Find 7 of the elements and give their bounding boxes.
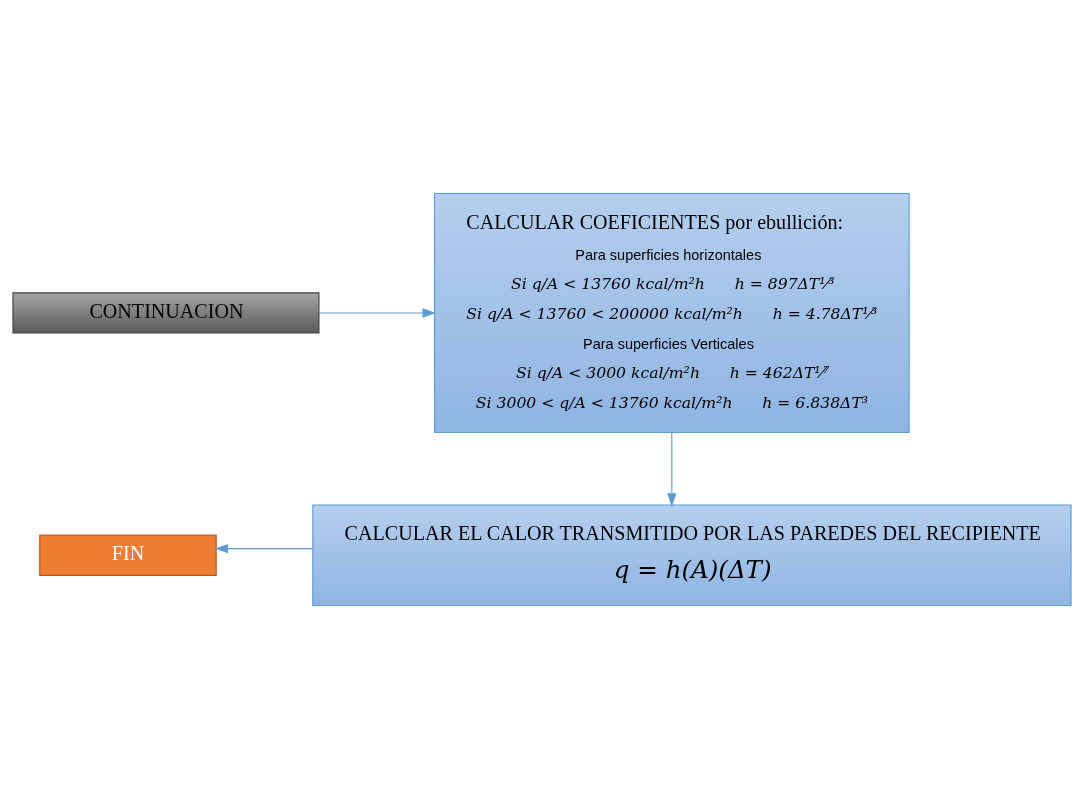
arrow xyxy=(318,308,436,318)
node-box: CALCULAR COEFICIENTES por ebullición: Para superficies horizontales Si q/A < 13760 kcal/m²h h = 897ΔT¹⁄³ Si q/A < 13760 < 200000 kcal/m²h h = 4.78ΔT¹⁄³ Para superficies Verticales Si q/A < 3000 kcal/m²h h = 462ΔT¹⁄⁷ Si 3000 < q/A < 13760 kcal/m²h h = 6.838ΔT³ xyxy=(433,192,910,433)
node-box: FIN xyxy=(39,534,217,576)
arrow xyxy=(214,543,314,554)
node-box: CALCULAR EL CALOR TRANSMITIDO POR LAS PAREDES DEL RECIPIENTE q = h(A)(ΔT) xyxy=(312,504,1072,607)
arrow xyxy=(667,432,677,507)
node-box: CONTINUACION xyxy=(12,292,320,334)
